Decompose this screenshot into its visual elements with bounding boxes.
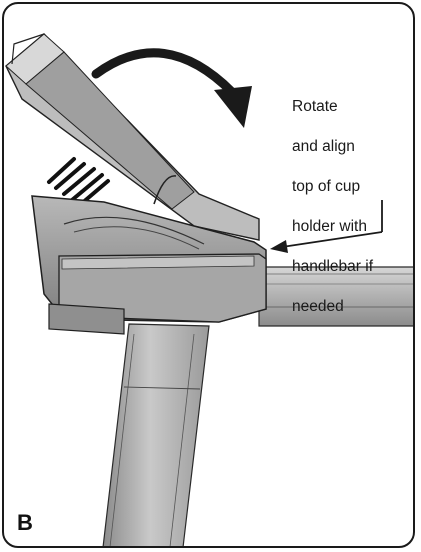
- panel-label: B: [17, 510, 33, 535]
- figure-frame: Rotate and align top of cup holder with …: [2, 2, 415, 548]
- cup-holder-tray: [5, 33, 260, 241]
- upright-post: [102, 323, 210, 546]
- leader-arrow: [270, 200, 383, 253]
- instruction-line: handlebar if: [292, 258, 374, 275]
- instruction-line: and align: [292, 138, 355, 155]
- instruction-line: holder with: [292, 218, 367, 235]
- handlebar-rail: [258, 266, 413, 327]
- instruction-line: top of cup: [292, 178, 361, 195]
- vent-slots: [47, 157, 110, 206]
- instruction-callout: Rotate and align top of cup holder with …: [292, 77, 410, 337]
- instruction-line: Rotate: [292, 98, 338, 115]
- assembly-illustration: [5, 33, 413, 546]
- instruction-line: needed: [292, 298, 344, 315]
- rotation-arrow: [91, 48, 252, 128]
- clamp-body: [31, 195, 267, 335]
